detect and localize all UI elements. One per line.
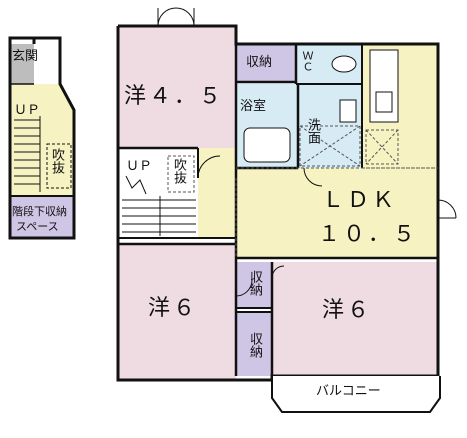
understair-label-1: 階段下収納 — [12, 205, 67, 218]
western-c-fill — [272, 262, 438, 376]
ldk-fill — [236, 168, 438, 258]
entrance-label: 玄関 — [12, 49, 39, 64]
washbasin — [339, 99, 357, 123]
bath-label: 浴室 — [240, 99, 267, 114]
sink — [375, 91, 393, 113]
room-western-b-label: 洋６ — [148, 296, 199, 321]
toilet-bowl — [331, 55, 357, 73]
main-stairs — [122, 175, 196, 236]
storage-3-fill — [236, 312, 272, 376]
western-a-fill — [118, 26, 236, 148]
landing-area — [10, 84, 74, 196]
storage-1-fill — [236, 44, 296, 82]
storage-2-label: 収納 — [247, 270, 262, 296]
western-b-fill — [118, 244, 236, 380]
left-plan-walls — [8, 36, 76, 240]
ldk-label-line2: １０．５ — [318, 222, 419, 247]
room-western-c-label: 洋６ — [322, 298, 373, 323]
stair-up-label: ＵＰ — [126, 159, 153, 174]
wash-label: 洗面 — [305, 118, 320, 144]
fixtures — [243, 49, 399, 163]
void-dashed-box — [46, 143, 72, 189]
understair-storage-area — [10, 196, 74, 238]
storage-1-label: 収納 — [246, 55, 273, 70]
left-void-label: 吹抜 — [49, 148, 64, 174]
balcony — [271, 376, 441, 413]
storage-3-label: 収納 — [247, 332, 262, 358]
entrance-area — [10, 44, 34, 84]
left-up-label: ＵＰ — [14, 103, 41, 118]
balcony-label: バルコニー — [316, 384, 381, 399]
ldk-label-line1: ＬＤＫ — [322, 188, 398, 213]
dashed-lines — [167, 125, 438, 256]
room-western-a-label: 洋４．５ — [124, 84, 225, 109]
door-swings — [157, 7, 457, 297]
toilet-label: ＷＣ — [301, 50, 314, 72]
understair-label-2: スペース — [16, 220, 59, 233]
stair-steps — [14, 116, 41, 192]
left-stair-plan — [8, 36, 76, 240]
hall-fill — [198, 148, 236, 238]
bathtub — [243, 127, 291, 163]
storage-2-fill — [236, 262, 272, 308]
stair-void-box — [167, 155, 195, 193]
stair-void-label: 吹抜 — [171, 158, 186, 184]
room-fills — [118, 26, 438, 380]
